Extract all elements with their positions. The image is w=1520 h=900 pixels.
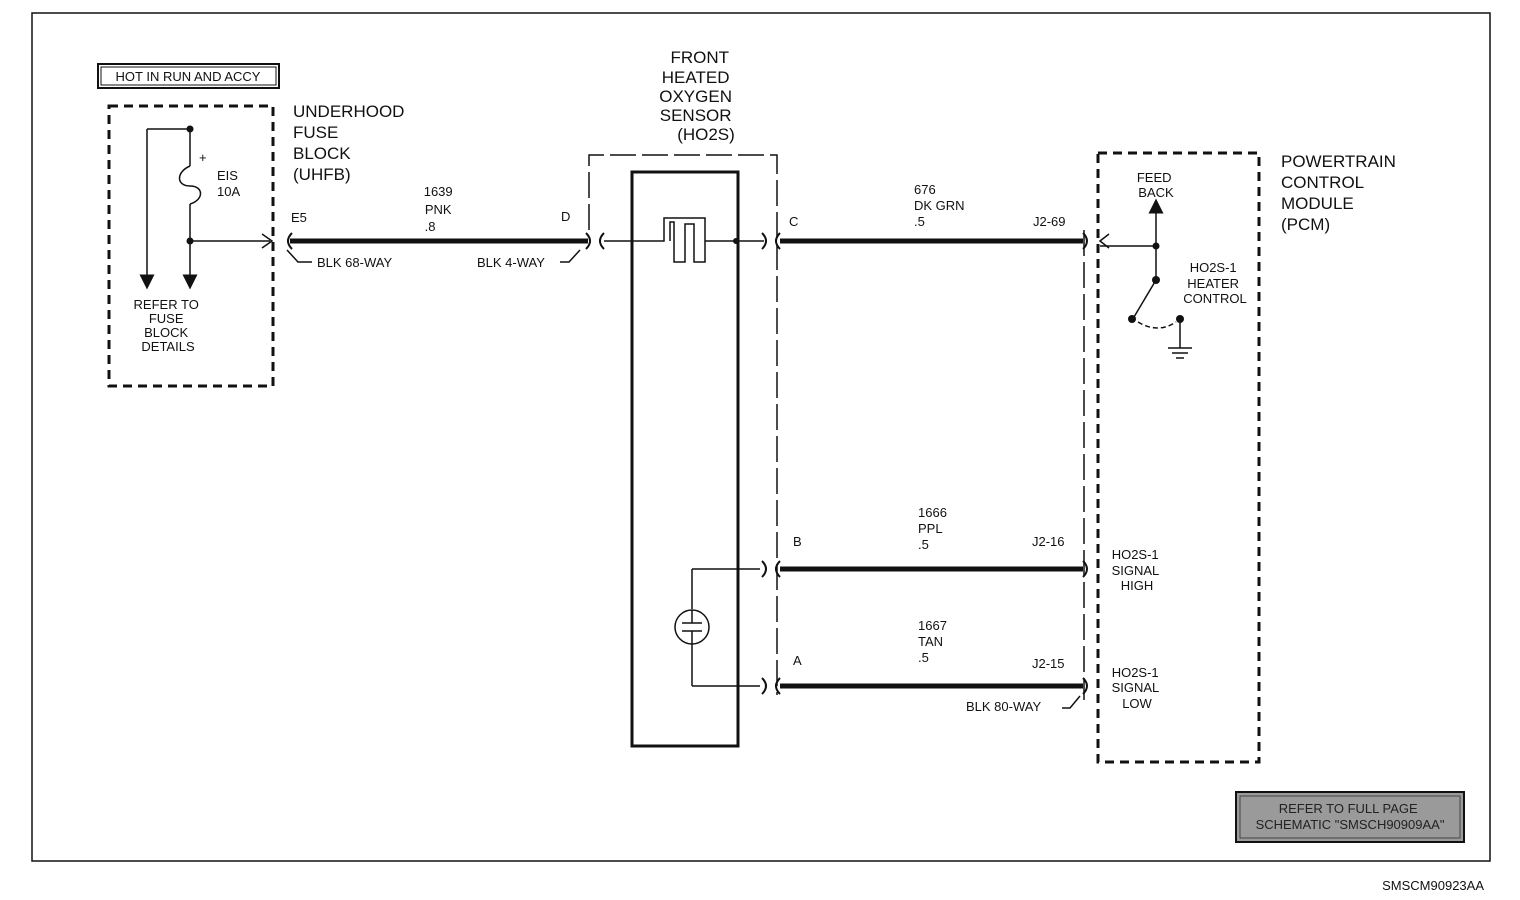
feedback-label: FEED BACK: [1137, 170, 1175, 200]
hot-in-run-text: HOT IN RUN AND ACCY: [116, 69, 261, 84]
wire-676-label: 676 DK GRN .5: [914, 182, 968, 229]
sensing-element: [674, 568, 760, 687]
pin-a: A: [793, 653, 802, 668]
refer-full-page-box: REFER TO FULL PAGE SCHEMATIC "SMSCH90909…: [1235, 791, 1465, 843]
pin-j2-69: J2-69: [1033, 214, 1066, 229]
pin-j2-15: J2-15: [1032, 656, 1065, 671]
signal-high-label: HO2S-1 SIGNAL HIGH: [1112, 547, 1163, 593]
fuse-circuit: [139, 125, 274, 290]
fuse-rating: EIS 10A: [217, 168, 242, 199]
sensor-element: [630, 170, 740, 748]
uhfb-title: UNDERHOOD FUSE BLOCK (UHFB): [293, 102, 409, 184]
connector-blk-68: BLK 68-WAY: [317, 255, 392, 270]
connector-blk-80: BLK 80-WAY: [966, 699, 1041, 714]
wire-1639-label: 1639 PNK .8: [424, 184, 457, 234]
wire-1667-label: 1667 TAN .5: [918, 618, 951, 665]
fuse-plus: +: [199, 150, 207, 165]
sensor-outline: [588, 154, 778, 695]
refer-full-page-text: REFER TO FULL PAGE SCHEMATIC "SMSCH90909…: [1256, 801, 1445, 832]
pin-d: D: [561, 209, 570, 224]
wire-1666-label: 1666 PPL .5: [918, 505, 951, 552]
connector-blk-4: BLK 4-WAY: [477, 255, 545, 270]
figure-id: SMSCM90923AA: [1382, 878, 1484, 893]
connector-e5: [287, 232, 293, 250]
pin-e5: E5: [291, 210, 307, 225]
hot-in-run-label: HOT IN RUN AND ACCY: [97, 63, 280, 89]
heater-control-switch: [1098, 198, 1192, 359]
pin-j2-16: J2-16: [1032, 534, 1065, 549]
refer-fuse-block-text: REFER TO FUSE BLOCK DETAILS: [134, 297, 203, 354]
pin-c: C: [789, 214, 798, 229]
signal-low-label: HO2S-1 SIGNAL LOW: [1112, 665, 1163, 711]
heater-element: [632, 217, 706, 263]
pcm-box: [1096, 151, 1261, 764]
pin-b: B: [793, 534, 802, 549]
connector-d: [599, 232, 605, 250]
diagram-frame: [31, 12, 1491, 862]
pcm-title: POWERTRAIN CONTROL MODULE (PCM): [1281, 152, 1401, 234]
sensor-title: FRONT HEATED OXYGEN SENSOR (HO2S): [659, 48, 736, 144]
fuse-symbol: [178, 165, 202, 205]
uhfb-box: [107, 104, 275, 388]
heater-control-label: HO2S-1 HEATER CONTROL: [1183, 260, 1247, 306]
